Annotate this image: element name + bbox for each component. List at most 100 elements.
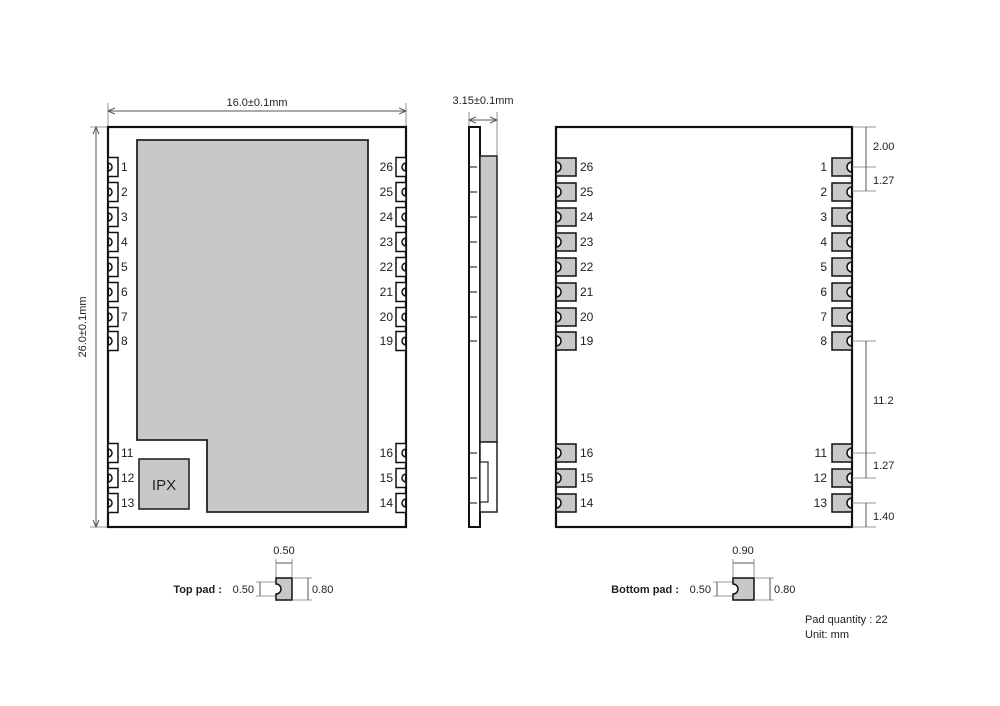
top-right-pad-23 [395,231,407,253]
top-left-pad-6 [107,281,119,303]
dim-first-pin: 2.00 [873,141,894,153]
bottom-left-pad-22 [555,257,577,277]
top-right-pad-26 [395,156,407,178]
top-right-pin-label-25: 25 [380,185,394,199]
bottom-left-pin-label-15: 15 [580,471,594,485]
bottom-left-pad-19 [555,331,577,351]
top-left-pad-12 [107,467,119,489]
top-left-pad-4 [107,231,119,253]
top-right-pad-21 [395,281,407,303]
top-left-pin-label-11: 11 [121,446,134,460]
bottom-left-pad-26 [555,157,577,177]
top-pad-title: Top pad : [173,584,222,596]
top-right-pad-25 [395,181,407,203]
top-left-pin-label-13: 13 [121,496,135,510]
dim-pitch-top: 1.27 [873,175,894,187]
top-right-pad-19 [395,330,407,352]
bottom-left-pin-label-23: 23 [580,235,594,249]
top-right-pin-label-26: 26 [380,160,394,174]
thickness-label: 3.15±0.1mm [452,95,513,107]
ipx-connector [138,458,190,510]
bottom-right-pad-5 [831,257,853,277]
top-right-pin-label-21: 21 [380,285,394,299]
bottom-right-pad-11 [831,443,853,463]
bottom-right-pin-label-3: 3 [820,210,827,224]
bottom-pad-shape [732,577,755,601]
bottom-left-pin-label-25: 25 [580,185,594,199]
side-board [468,126,481,528]
bottom-left-pin-label-26: 26 [580,160,594,174]
top-left-pin-label-8: 8 [121,334,128,348]
top-right-pin-label-20: 20 [380,310,394,324]
top-pad-detail: 0.50 Top pad : 0.50 0.80 [173,545,333,601]
bottom-right-pin-label-6: 6 [820,285,827,299]
side-shield [479,155,498,443]
bottom-right-pin-label-11: 11 [815,446,828,460]
bottom-right-pin-label-7: 7 [820,310,827,324]
bottom-right-pin-label-2: 2 [820,185,827,199]
bottom-left-pad-14 [555,493,577,513]
top-right-pad-24 [395,206,407,228]
top-right-pin-label-15: 15 [380,471,394,485]
bottom-right-pad-4 [831,232,853,252]
bottom-left-pad-20 [555,307,577,327]
side-ipx [479,461,489,503]
top-left-pin-label-7: 7 [121,310,128,324]
top-right-pin-label-22: 22 [380,260,394,274]
top-left-pin-label-2: 2 [121,185,128,199]
bottom-left-pad-21 [555,282,577,302]
top-left-pad-3 [107,206,119,228]
bottom-right-pin-label-13: 13 [814,496,828,510]
bottom-right-pin-label-12: 12 [814,471,828,485]
bottom-right-pad-8 [831,331,853,351]
top-right-pin-label-24: 24 [380,210,394,224]
top-left-pad-1 [107,156,119,178]
bottom-left-pin-label-14: 14 [580,496,594,510]
bottom-left-pin-label-19: 19 [580,334,594,348]
top-right-pin-label-16: 16 [380,446,394,460]
bottom-left-pad-23 [555,232,577,252]
bottom-right-pad-3 [831,207,853,227]
top-left-pin-label-5: 5 [121,260,128,274]
top-pad-shape [275,577,293,601]
bottom-right-pad-13 [831,493,853,513]
bottom-left-pin-label-21: 21 [580,285,594,299]
dim-gap: 11.2 [873,395,894,407]
top-pad-right-label: 0.80 [312,584,333,596]
pitch-dimensions [852,126,876,528]
top-left-pin-label-12: 12 [121,471,135,485]
top-pad-left-label: 0.50 [233,584,254,596]
top-right-pad-15 [395,467,407,489]
bottom-right-pin-label-5: 5 [820,260,827,274]
top-left-pin-label-1: 1 [121,160,128,174]
bottom-left-pad-24 [555,207,577,227]
pad-quantity-note: Pad quantity : 22 [805,614,888,626]
bottom-pad-detail: 0.90 Bottom pad : 0.50 0.80 [611,545,795,601]
top-left-pin-label-4: 4 [121,235,128,249]
bottom-left-pad-15 [555,468,577,488]
top-right-pad-16 [395,442,407,464]
bottom-right-pin-label-8: 8 [820,334,827,348]
top-view: 16.0±0.1mm 26.0±0.1mm IPX 12345678111213… [77,97,408,529]
bottom-right-pad-7 [831,307,853,327]
side-pin-ticks [469,166,477,504]
bottom-left-pin-label-20: 20 [580,310,594,324]
bottom-pad-width-label: 0.90 [732,545,753,557]
top-left-pad-11 [107,442,119,464]
bottom-left-pad-25 [555,182,577,202]
bottom-right-pin-label-4: 4 [820,235,827,249]
top-pad-width-label: 0.50 [273,545,294,557]
top-right-pad-14 [395,492,407,514]
top-left-pad-5 [107,256,119,278]
bottom-left-pin-label-22: 22 [580,260,594,274]
top-left-pad-13 [107,492,119,514]
bottom-left-pad-16 [555,443,577,463]
rf-shield [136,139,369,513]
bottom-right-pin-label-1: 1 [820,160,827,174]
bottom-pad-title: Bottom pad : [611,584,679,596]
